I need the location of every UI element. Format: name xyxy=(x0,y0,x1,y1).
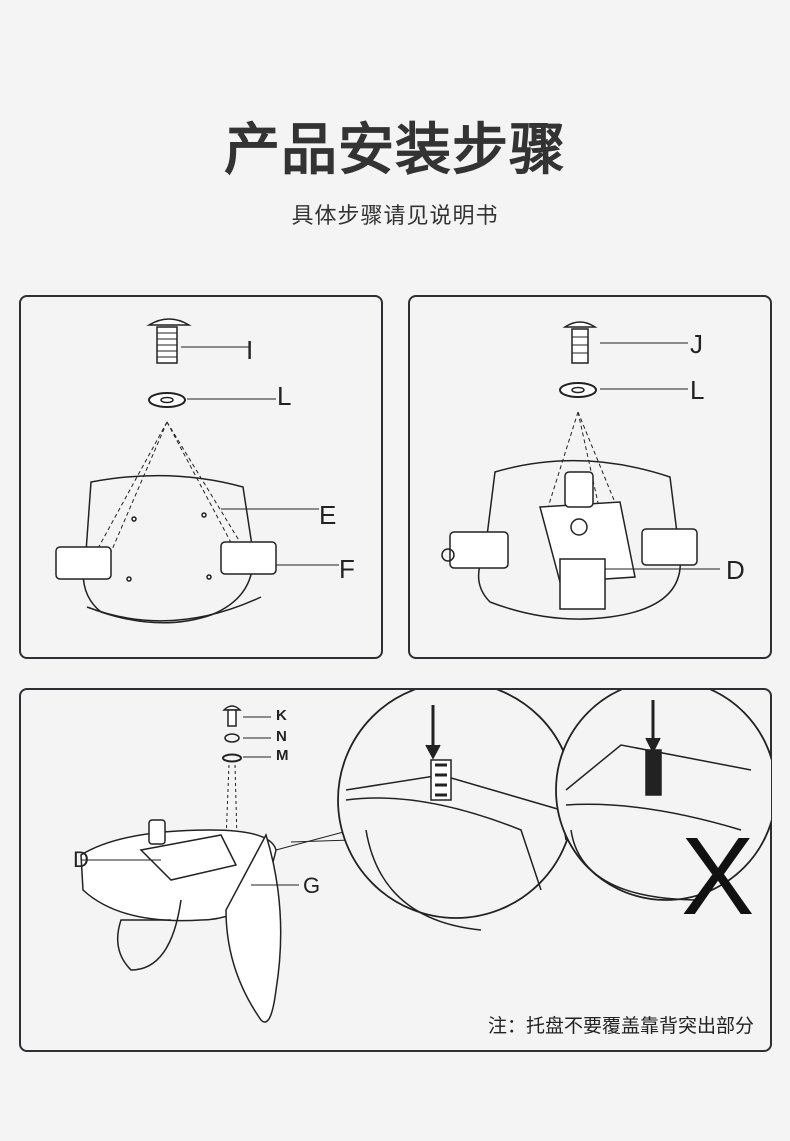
label-screw-j: J xyxy=(690,329,703,359)
label-seat-e: E xyxy=(319,500,337,530)
label-washer-m: M xyxy=(276,747,289,764)
seat-mechanism-diagram xyxy=(441,321,720,620)
label-mechanism-d: D xyxy=(73,847,89,872)
backrest-assembly-diagram xyxy=(80,690,771,1023)
label-backrest-g: G xyxy=(303,873,321,898)
step1-panel: I L E F xyxy=(19,295,383,659)
label-mechanism-d: D xyxy=(726,555,745,585)
wrong-mark: X xyxy=(681,815,755,938)
label-spring-washer-n: N xyxy=(276,728,287,745)
step2-panel: J L D xyxy=(408,295,772,659)
label-screw-i: I xyxy=(246,335,254,365)
page-title: 产品安装步骤 xyxy=(224,118,566,183)
page-subtitle: 具体步骤请见说明书 xyxy=(291,204,499,229)
seat-armrest-diagram xyxy=(55,318,339,624)
step3-panel: K N M D G X 注：托盘不要覆盖靠背突出部分 xyxy=(19,688,772,1052)
installation-note: 注：托盘不要覆盖靠背突出部分 xyxy=(487,1015,754,1037)
label-armrest-f: F xyxy=(339,554,355,584)
label-washer-l: L xyxy=(690,375,705,405)
label-washer-l: L xyxy=(277,381,292,411)
label-screw-k: K xyxy=(276,707,287,724)
